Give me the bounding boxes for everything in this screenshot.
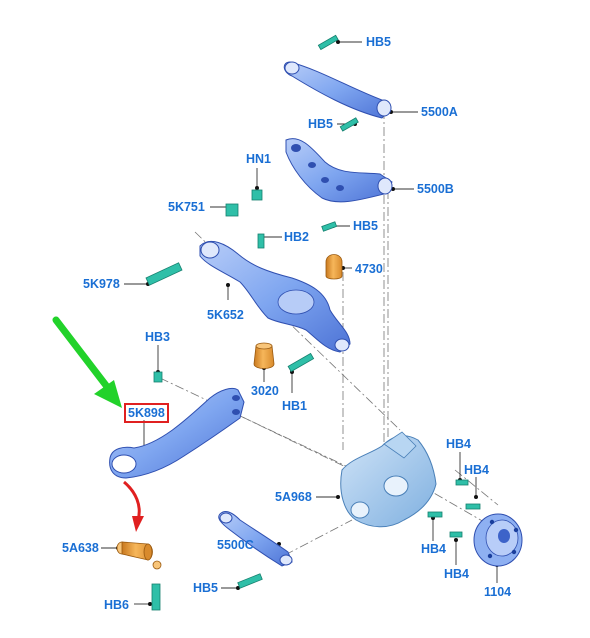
label-hb2: HB2 xyxy=(284,230,310,244)
label-hb4-b: HB4 xyxy=(464,463,490,477)
label-5a638: 5A638 xyxy=(62,541,99,555)
label-5500c: 5500C xyxy=(217,538,254,552)
label-hb3: HB3 xyxy=(145,330,171,344)
label-3020: 3020 xyxy=(251,384,279,398)
label-hb6: HB6 xyxy=(104,598,130,612)
red-arrow-icon xyxy=(123,480,144,532)
label-hb5-mid: HB5 xyxy=(308,117,334,131)
label-hb1: HB1 xyxy=(282,399,308,413)
trailing-arm-5k898 xyxy=(109,387,245,479)
hub-1104 xyxy=(473,513,523,567)
label-5k898-callout: 5K898 xyxy=(124,403,169,423)
label-hb4-d: HB4 xyxy=(444,567,470,581)
knuckle-5a968 xyxy=(340,431,437,528)
bushing-3020 xyxy=(253,342,275,369)
green-arrow-icon xyxy=(52,316,122,408)
label-5a968: 5A968 xyxy=(275,490,312,504)
label-hn1: HN1 xyxy=(246,152,272,166)
bushing-4730 xyxy=(325,254,343,280)
label-hb5-right: HB5 xyxy=(353,219,379,233)
upper-arm-5500b xyxy=(285,138,393,203)
label-hb4-a: HB4 xyxy=(446,437,472,451)
lower-arm-5k652 xyxy=(199,241,351,353)
label-hb5-bottom: HB5 xyxy=(193,581,219,595)
bushing-5a638 xyxy=(116,541,162,570)
label-1104: 1104 xyxy=(484,585,512,599)
assembly-centerlines xyxy=(159,110,499,556)
upper-arm-5500a xyxy=(283,61,392,119)
label-5k652: 5K652 xyxy=(207,308,244,322)
label-5k751: 5K751 xyxy=(168,200,205,214)
label-5500b: 5500B xyxy=(417,182,454,196)
fasteners xyxy=(145,34,481,611)
label-hb4-c: HB4 xyxy=(421,542,447,556)
label-5500a: 5500A xyxy=(421,105,458,119)
label-4730: 4730 xyxy=(355,262,383,276)
label-hb5-top: HB5 xyxy=(366,35,392,49)
toe-link-5500c xyxy=(218,511,293,567)
label-5k978: 5K978 xyxy=(83,277,120,291)
